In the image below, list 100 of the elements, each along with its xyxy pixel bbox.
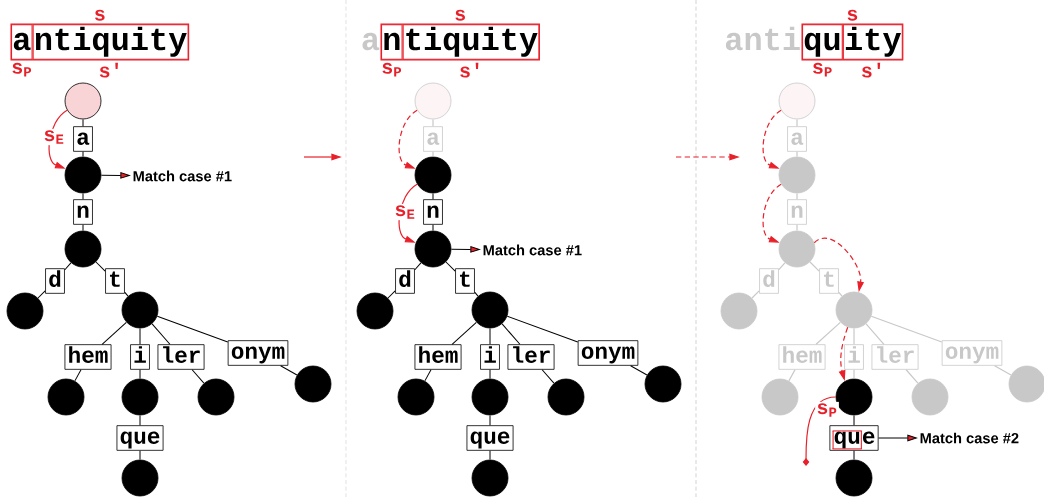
arrow xyxy=(878,434,917,442)
tree-line xyxy=(82,118,84,127)
tree-line xyxy=(796,151,798,158)
node-label: s$_{P}$ xyxy=(12,62,32,77)
node-label: s' xyxy=(460,62,479,78)
tree-line xyxy=(151,323,171,345)
tree-line xyxy=(124,291,129,297)
letter-box: qu e xyxy=(829,425,879,451)
root-node xyxy=(414,82,452,120)
tree-line xyxy=(501,323,521,345)
root-node xyxy=(778,82,816,120)
tree-line xyxy=(474,291,479,297)
letter-box: a xyxy=(73,126,93,152)
tree-line xyxy=(796,224,798,232)
node-label: s xyxy=(847,9,858,21)
tree-line xyxy=(432,118,434,127)
trie-node xyxy=(356,292,394,330)
node-label: s xyxy=(94,9,105,21)
match-label: Match case #2 xyxy=(920,432,1019,444)
tree-line xyxy=(191,369,205,384)
curved-arrow xyxy=(762,183,782,243)
trie-node xyxy=(835,459,873,497)
edge-label: s$_{P}$ xyxy=(815,401,839,419)
letter-box: t xyxy=(105,268,125,294)
tree-line xyxy=(95,261,106,272)
letter-box: d xyxy=(395,268,415,294)
tree-line xyxy=(865,323,885,345)
string-box: ity s' xyxy=(842,24,903,78)
curved-arrow xyxy=(762,109,782,169)
string-box: ntiquity s' xyxy=(32,24,189,78)
tree-line xyxy=(489,327,491,345)
tree-line xyxy=(630,365,648,376)
tree-line xyxy=(432,151,434,158)
letter-box: d xyxy=(45,268,65,294)
letter-box: ler xyxy=(507,344,555,370)
tree-line xyxy=(751,290,760,299)
tree-line xyxy=(82,224,84,232)
letter-box: hem xyxy=(64,344,112,370)
trie-node xyxy=(778,156,816,194)
tree-line xyxy=(994,365,1012,376)
tree-line xyxy=(541,369,555,384)
tree-line xyxy=(139,414,141,426)
tree-line xyxy=(788,369,796,382)
tree-line xyxy=(387,290,396,299)
trie-node xyxy=(121,291,159,329)
tree-line xyxy=(424,369,432,382)
trie-node xyxy=(761,378,799,416)
root-node xyxy=(64,82,102,120)
trie-node xyxy=(778,230,816,268)
node-label: s xyxy=(455,9,465,21)
tree-line xyxy=(905,369,919,384)
trie-node xyxy=(197,378,235,416)
letter-box: que xyxy=(466,425,514,451)
string-box: qu s$_{P}$ xyxy=(802,24,843,77)
tree-line xyxy=(809,261,820,272)
trie-node xyxy=(547,378,585,416)
tree-line xyxy=(139,327,141,345)
letter-box: ler xyxy=(157,344,205,370)
tree-line xyxy=(853,327,855,345)
match-label: Match case #1 xyxy=(483,244,582,256)
edge-label: s$_{E}$ xyxy=(393,203,417,221)
tree-line xyxy=(853,450,855,461)
tree-line xyxy=(489,369,491,380)
node-label: s' xyxy=(99,62,118,78)
tree-line xyxy=(870,315,943,343)
tree-line xyxy=(64,262,72,271)
curved-arrow xyxy=(48,109,68,169)
trie-node xyxy=(835,378,873,416)
tree-line xyxy=(853,414,855,426)
trie-node xyxy=(64,156,102,194)
tree-line xyxy=(451,321,477,345)
trie-node xyxy=(121,459,159,497)
trie-node xyxy=(414,156,452,194)
trie-node xyxy=(397,378,435,416)
curved-arrow xyxy=(398,109,418,169)
tree-line xyxy=(506,315,579,343)
letter-box: onym xyxy=(577,340,639,366)
letter-box: n xyxy=(73,199,93,225)
tree-line xyxy=(82,192,84,200)
node-label: s$_{P}$ xyxy=(813,62,832,77)
tree-line xyxy=(432,192,434,200)
node-label: s' xyxy=(861,62,881,78)
tree-line xyxy=(796,192,798,200)
tree-line xyxy=(414,262,422,271)
tree-line xyxy=(82,151,84,158)
node-label: s$_{P}$ xyxy=(382,62,402,77)
tree-line xyxy=(445,261,456,272)
trie-node xyxy=(471,378,509,416)
arrow xyxy=(450,246,480,253)
tree-line xyxy=(489,450,491,461)
edge-label: s$_{E}$ xyxy=(42,128,66,146)
string-box: tiquity s' xyxy=(402,24,540,78)
trie-node xyxy=(471,459,509,497)
tree-line xyxy=(139,450,141,461)
trie-node xyxy=(294,365,332,403)
trie-node xyxy=(911,378,949,416)
trie-node xyxy=(6,292,44,330)
tree-line xyxy=(139,369,141,380)
letter-box: onym xyxy=(227,340,289,366)
letter-box: que xyxy=(116,425,164,451)
